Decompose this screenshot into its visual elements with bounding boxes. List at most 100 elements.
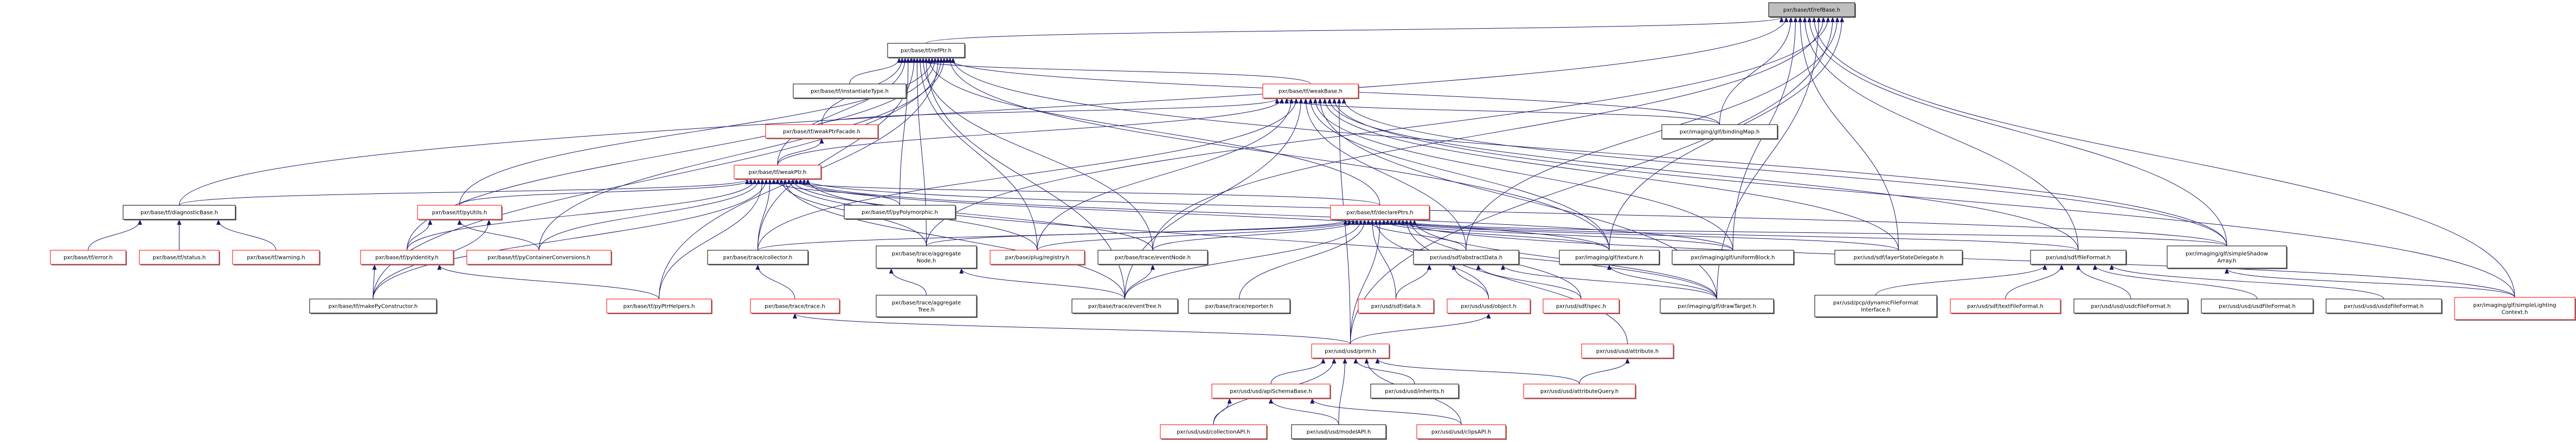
node-box bbox=[1814, 295, 1937, 317]
node-inherits[interactable]: pxr/usd/usd/inherits.h bbox=[1370, 384, 1460, 399]
node-label: pxr/base/tf/refPtr.h bbox=[901, 48, 952, 54]
node-label: pxr/base/tf/weakPtrFacade.h bbox=[783, 129, 860, 135]
node-py-polymorphic[interactable]: pxr/base/tf/pyPolymorphic.h bbox=[844, 205, 956, 220]
node-weak-ptr-facade[interactable]: pxr/base/tf/weakPtrFacade.h bbox=[765, 124, 879, 139]
node-label: pxr/usd/pcp/dynamicFileFormat bbox=[1833, 300, 1918, 306]
edge-uniform-block-to-weak-ptr bbox=[798, 179, 1733, 251]
node-box bbox=[232, 250, 320, 265]
node-event-tree[interactable]: pxr/base/trace/eventTree.h bbox=[1071, 298, 1179, 314]
node-reporter[interactable]: pxr/base/trace/reporter.h bbox=[1188, 298, 1291, 314]
node-usdz-file-format[interactable]: pxr/usd/usd/usdzFileFormat.h bbox=[2326, 298, 2443, 314]
node-box bbox=[844, 205, 956, 219]
node-text-file-format[interactable]: pxr/usd/sdf/textFileFormat.h bbox=[1950, 298, 2061, 314]
node-label: pxr/base/tf/weakPtr.h bbox=[749, 170, 807, 176]
node-layer-state-delegate[interactable]: pxr/usd/sdf/layerStateDelegate.h bbox=[1834, 250, 1963, 265]
edge-usdz-file-format-to-file-format bbox=[2109, 264, 2384, 300]
node-py-identity[interactable]: pxr/base/tf/pyIdentity.h bbox=[360, 250, 454, 265]
node-label: pxr/usd/usd/apiSchemaBase.h bbox=[1230, 389, 1312, 395]
edge-model-api-to-api-schema-base bbox=[1269, 398, 1339, 425]
node-uniform-block[interactable]: pxr/imaging/glf/uniformBlock.h bbox=[1672, 250, 1795, 265]
node-instantiate-type[interactable]: pxr/base/tf/instantiateType.h bbox=[793, 83, 907, 99]
node-declare-ptrs[interactable]: pxr/base/tf/declarePtrs.h bbox=[1330, 205, 1430, 220]
node-prim[interactable]: pxr/usd/usd/prim.h bbox=[1311, 343, 1390, 359]
edge-texture-to-ref-ptr bbox=[948, 57, 1610, 251]
edge-declare-ptrs-to-ref-ptr bbox=[927, 57, 1380, 206]
edge-instantiate-type-to-ref-ptr bbox=[849, 57, 902, 84]
node-attribute-query[interactable]: pxr/usd/usd/attributeQuery.h bbox=[1523, 384, 1636, 399]
node-box bbox=[139, 250, 220, 265]
node-box bbox=[1672, 250, 1794, 265]
node-registry[interactable]: pxr/base/plug/registry.h bbox=[990, 250, 1085, 265]
node-collection-api[interactable]: pxr/usd/usd/collectionAPI.h bbox=[1160, 424, 1268, 440]
node-weak-ptr[interactable]: pxr/base/tf/weakPtr.h bbox=[734, 165, 822, 180]
edge-layer-state-delegate-to-weak-base bbox=[1322, 98, 1899, 251]
node-event-node[interactable]: pxr/base/trace/eventNode.h bbox=[1097, 250, 1209, 265]
node-warning[interactable]: pxr/base/tf/warning.h bbox=[232, 250, 320, 265]
node-box bbox=[466, 250, 612, 265]
node-object[interactable]: pxr/usd/usd/object.h bbox=[1447, 298, 1531, 314]
edge-event-node-to-weak-ptr bbox=[791, 179, 1153, 251]
node-label: pxr/base/tf/declarePtrs.h bbox=[1346, 210, 1414, 216]
node-ref-base[interactable]: pxr/base/tf/refBase.h bbox=[1768, 2, 1856, 18]
node-label: pxr/imaging/glf/uniformBlock.h bbox=[1691, 255, 1775, 261]
node-label: pxr/imaging/glf/drawTarget.h bbox=[1678, 304, 1756, 310]
node-weak-base[interactable]: pxr/base/tf/weakBase.h bbox=[1262, 83, 1359, 99]
node-label: pxr/base/tf/error.h bbox=[63, 255, 113, 261]
node-py-container-conversions[interactable]: pxr/base/tf/pyContainerConversions.h bbox=[466, 250, 612, 265]
node-box bbox=[2326, 298, 2442, 314]
node-label: Tree.h bbox=[917, 307, 934, 313]
edge-reporter-to-declare-ptrs bbox=[1239, 219, 1367, 300]
node-label: pxr/base/tf/instantiateType.h bbox=[811, 89, 889, 95]
node-label: pxr/imaging/glf/bindingMap.h bbox=[1680, 129, 1760, 135]
node-box bbox=[1097, 250, 1208, 265]
node-collector[interactable]: pxr/base/trace/collector.h bbox=[707, 250, 809, 265]
node-sdf-data[interactable]: pxr/usd/sdf/data.h bbox=[1358, 298, 1435, 314]
node-model-api[interactable]: pxr/usd/usd/modelAPI.h bbox=[1291, 424, 1387, 440]
edge-draw-target-to-abstract-data bbox=[1501, 264, 1717, 300]
edge-attribute-query-to-attribute bbox=[1579, 358, 1630, 385]
node-py-ptr-helpers[interactable]: pxr/base/tf/pyPtrHelpers.h bbox=[606, 298, 712, 314]
node-box bbox=[1188, 298, 1290, 314]
node-diagnostic-base[interactable]: pxr/base/tf/diagnosticBase.h bbox=[123, 205, 236, 220]
edge-registry-to-declare-ptrs bbox=[1037, 219, 1356, 251]
nodes-layer: pxr/base/tf/refBase.h pxr/base/tf/refPtr.… bbox=[50, 2, 2576, 440]
edge-abstract-data-to-ref-base bbox=[1466, 17, 1840, 251]
node-api-schema-base[interactable]: pxr/usd/usd/apiSchemaBase.h bbox=[1211, 384, 1331, 399]
node-box bbox=[707, 250, 808, 265]
node-spec[interactable]: pxr/usd/sdf/spec.h bbox=[1543, 298, 1620, 314]
node-abstract-data[interactable]: pxr/usd/sdf/abstractData.h bbox=[1413, 250, 1520, 265]
edge-sdf-data-to-declare-ptrs bbox=[1370, 219, 1396, 300]
node-label: pxr/usd/usd/modelAPI.h bbox=[1307, 430, 1371, 435]
node-texture[interactable]: pxr/imaging/glf/texture.h bbox=[1559, 250, 1660, 265]
edge-prim-to-trace bbox=[793, 313, 1351, 344]
node-py-utils[interactable]: pxr/base/tf/pyUtils.h bbox=[417, 205, 503, 220]
node-binding-map[interactable]: pxr/imaging/glf/bindingMap.h bbox=[1661, 124, 1778, 140]
node-usd-file-format[interactable]: pxr/usd/usd/usdFileFormat.h bbox=[2201, 298, 2314, 314]
node-ref-ptr[interactable]: pxr/base/tf/refPtr.h bbox=[887, 43, 966, 58]
node-file-format[interactable]: pxr/usd/sdf/fileFormat.h bbox=[2030, 250, 2127, 265]
node-label: pxr/usd/sdf/abstractData.h bbox=[1430, 255, 1502, 261]
edge-spec-to-abstract-data bbox=[1476, 264, 1582, 300]
node-make-py-constructor[interactable]: pxr/base/tf/makePyConstructor.h bbox=[309, 298, 438, 314]
node-box bbox=[1358, 298, 1434, 314]
edge-inherits-to-prim bbox=[1353, 358, 1415, 385]
node-status[interactable]: pxr/base/tf/status.h bbox=[139, 250, 220, 265]
node-clips-api[interactable]: pxr/usd/usd/clipsAPI.h bbox=[1416, 424, 1507, 440]
node-trace[interactable]: pxr/base/trace/trace.h bbox=[750, 298, 840, 314]
edge-prim-to-object bbox=[1350, 313, 1491, 344]
edge-py-identity-to-weak-ptr bbox=[407, 179, 757, 251]
node-attribute[interactable]: pxr/usd/usd/attribute.h bbox=[1581, 343, 1674, 359]
node-draw-target[interactable]: pxr/imaging/glf/drawTarget.h bbox=[1660, 298, 1775, 314]
node-usdc-file-format[interactable]: pxr/usd/usd/usdcFileFormat.h bbox=[2073, 298, 2189, 314]
edge-prim-to-declare-ptrs bbox=[1350, 219, 1382, 344]
edge-layer-state-delegate-to-declare-ptrs bbox=[1389, 219, 1899, 251]
edge-simple-shadow-array-to-ref-ptr bbox=[950, 57, 2227, 246]
node-error[interactable]: pxr/base/tf/error.h bbox=[50, 250, 127, 265]
edge-draw-target-to-texture bbox=[1607, 264, 1717, 300]
edge-simple-shadow-array-to-weak-base bbox=[1341, 98, 2227, 246]
